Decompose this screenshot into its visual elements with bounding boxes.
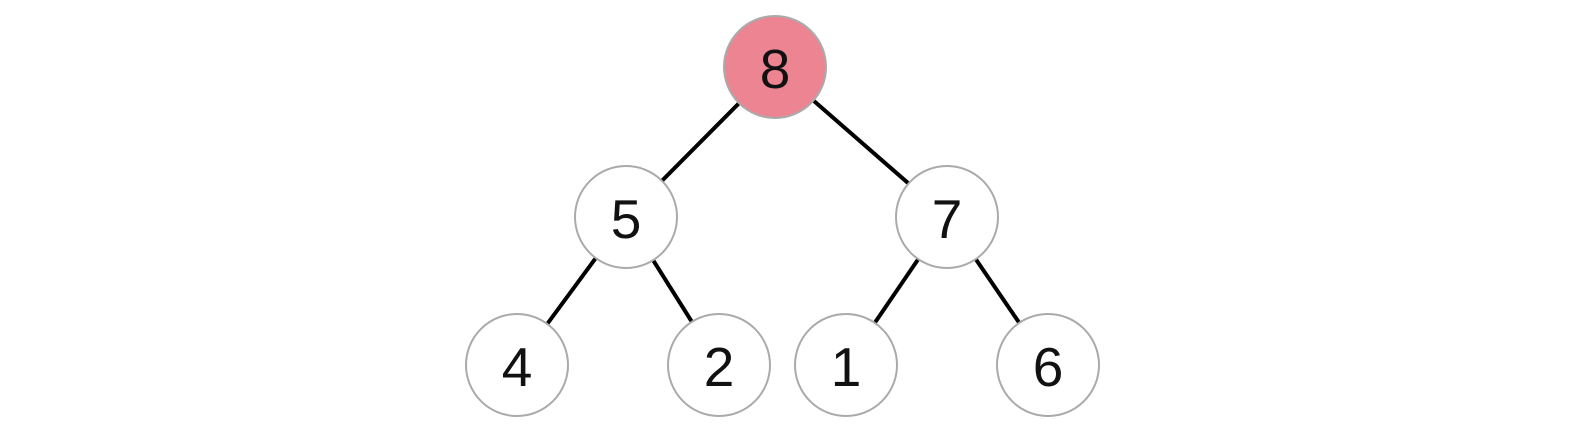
tree-node-5: 5 (574, 165, 678, 269)
tree-node-label: 8 (760, 38, 791, 100)
tree-node-8: 8 (723, 15, 827, 119)
tree-node-circle (465, 313, 569, 417)
tree-node-circle (895, 165, 999, 269)
tree-node-circle (667, 313, 771, 417)
tree-node-label: 6 (1033, 336, 1064, 398)
tree-node-label: 5 (611, 188, 642, 250)
tree-node-7: 7 (895, 165, 999, 269)
tree-node-label: 4 (502, 336, 533, 398)
tree-node-circle (794, 313, 898, 417)
tree-node-label: 1 (831, 336, 862, 398)
tree-node-label: 2 (704, 336, 735, 398)
tree-node-circle (574, 165, 678, 269)
tree-node-circle (996, 313, 1100, 417)
tree-node-2: 2 (667, 313, 771, 417)
tree-node-label: 7 (932, 188, 963, 250)
tree-node-6: 6 (996, 313, 1100, 417)
tree-node-4: 4 (465, 313, 569, 417)
tree-node-circle-highlighted (723, 15, 827, 119)
tree-node-1: 1 (794, 313, 898, 417)
